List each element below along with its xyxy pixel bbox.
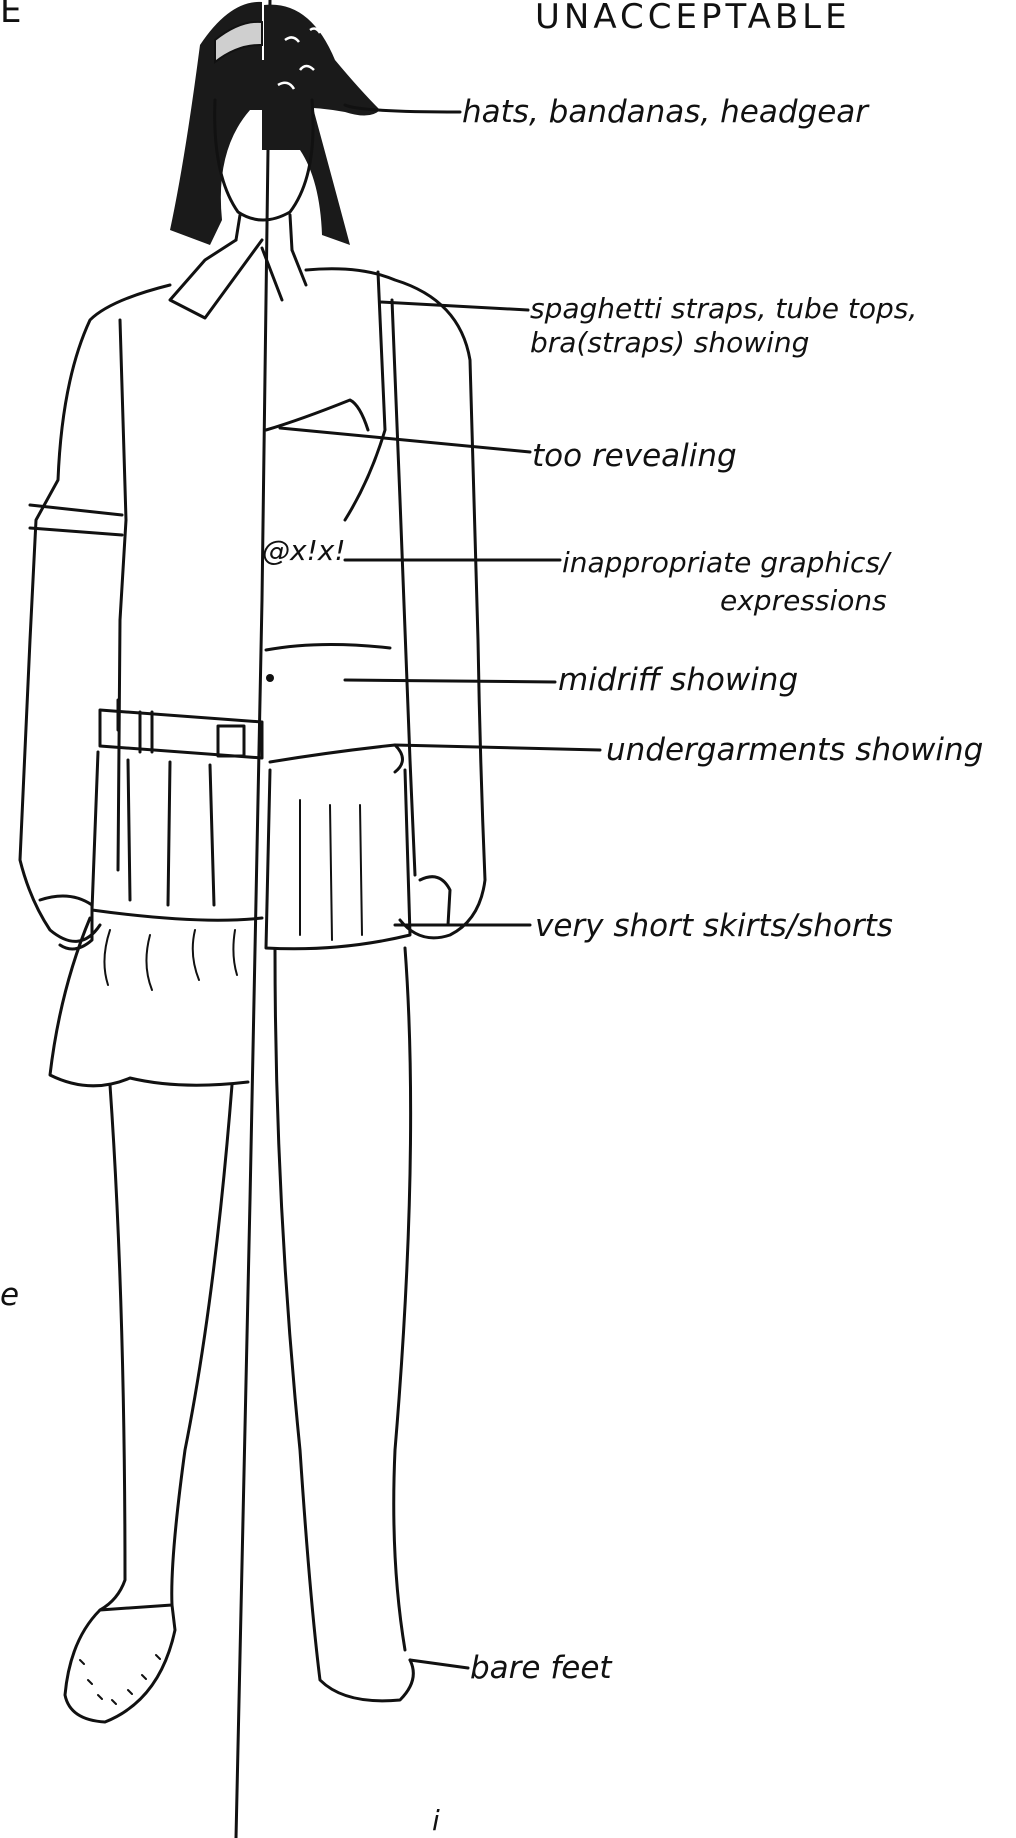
left-shoe xyxy=(65,1605,175,1722)
right-arm-inner xyxy=(392,300,415,875)
left-leg-outer xyxy=(100,1085,125,1610)
label-undergarments: undergarments showing xyxy=(606,732,983,768)
polo-collar-left xyxy=(170,240,262,318)
left-arm-inner xyxy=(118,320,126,870)
leader-revealing xyxy=(280,428,530,452)
collar-right-lines xyxy=(262,248,306,300)
label-feet: bare feet xyxy=(470,1650,613,1686)
label-midriff: midriff showing xyxy=(558,662,798,698)
right-leg-outer xyxy=(394,948,411,1650)
leader-straps xyxy=(380,302,528,310)
left-margin-fragment: e xyxy=(0,1277,19,1313)
label-skirts: very short skirts/shorts xyxy=(535,908,893,944)
top-hem xyxy=(266,644,390,650)
navel xyxy=(266,674,274,682)
left-header-fragment: E xyxy=(0,0,25,31)
label-graphics-line2: expressions xyxy=(720,584,887,617)
right-hand xyxy=(420,877,450,925)
leader-feet xyxy=(410,1660,468,1668)
right-waistband xyxy=(270,745,403,772)
leader-midriff xyxy=(345,680,555,682)
right-leg-inner xyxy=(275,950,413,1701)
label-revealing: too revealing xyxy=(532,438,737,474)
bandana-cap xyxy=(264,5,380,116)
label-straps-line1: spaghetti straps, tube tops, xyxy=(530,292,917,325)
right-skirt-pleats xyxy=(300,800,362,940)
left-skirt-pleats xyxy=(128,760,214,905)
belt-loop xyxy=(140,712,152,752)
shirt-graphic: @x!x! xyxy=(262,534,346,567)
spaghetti-strap xyxy=(345,272,385,520)
left-shoe-dots xyxy=(80,1655,160,1704)
label-headgear: hats, bandanas, headgear xyxy=(462,94,870,130)
left-skirt-ruffles xyxy=(104,930,237,990)
unacceptable-title: UNACCEPTABLE xyxy=(535,0,851,37)
bra-line xyxy=(266,400,368,430)
belt-left xyxy=(100,710,262,758)
footer-mark: i xyxy=(432,1804,440,1837)
left-sleeve-cuff xyxy=(30,505,122,535)
belt-buckle xyxy=(218,726,244,756)
label-graphics-line1: inappropriate graphics/ xyxy=(562,546,892,579)
leader-undergarments xyxy=(395,745,600,750)
right-skirt xyxy=(266,770,410,949)
label-straps-line2: bra(straps) showing xyxy=(530,326,809,359)
left-leg-inner xyxy=(172,1085,232,1605)
